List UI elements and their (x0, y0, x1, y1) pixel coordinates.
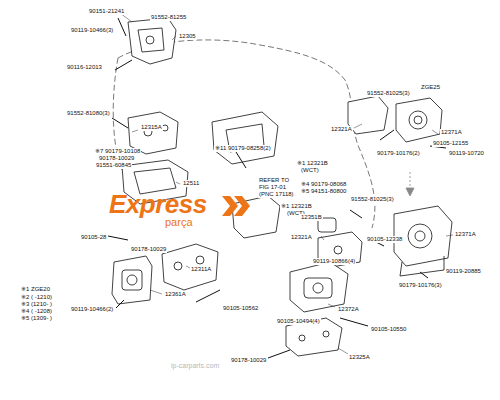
bracket (232, 196, 280, 238)
callout-number: 12351B (300, 214, 323, 221)
callout-number: 12371A (440, 129, 463, 136)
callout-number: 90105-10550 (370, 326, 407, 333)
callout-number: (WCT) (300, 167, 320, 174)
watermark-logo: Express (108, 190, 208, 218)
footnote: ※1 ZGE20 (20, 286, 51, 293)
engine-mount (290, 262, 348, 312)
engine-mount (396, 98, 442, 142)
reference-note: FIG 17-01 (258, 184, 287, 191)
reference-note: (PNC 17118) (258, 191, 295, 198)
callout-number: 91552-81025(3) (350, 196, 395, 203)
callout-number: 90178-10029 (230, 357, 267, 364)
bracket (348, 96, 388, 134)
callout-number: 91552-81080(3) (66, 110, 111, 117)
callout-number: ※5 94151-80800 (300, 188, 347, 195)
callout-number: 12315A (140, 124, 163, 131)
callout-number: ※1 12321B (280, 203, 313, 210)
callout-number: 12361A (164, 291, 187, 298)
footnote: ※2 ( -1210) (20, 294, 53, 301)
callout-number: 90119-20885 (445, 268, 482, 275)
callout-number: 90105-28 (80, 234, 107, 241)
leader-line (120, 13, 453, 354)
watermark: ip-carparts.com (170, 362, 220, 369)
callout-number: 90178-10029 (130, 246, 167, 253)
bolt (108, 18, 446, 358)
watermark-logo: parça (164, 216, 194, 228)
callout-number: 90116-12013 (66, 64, 103, 71)
callout-number: ※1 12321B (296, 160, 329, 167)
callout-number: 91552-81025(3) (366, 90, 411, 97)
bracket (162, 244, 218, 290)
bracket (128, 18, 176, 64)
footnote: ※3 (1210- ) (20, 301, 53, 308)
callout-number: 90119-10720 (448, 150, 485, 157)
callout-number: 90178-10029 (98, 155, 135, 162)
footnote: ※4 ( -1208) (20, 308, 53, 315)
logo-chevrons (222, 196, 250, 216)
callout-number: 91551-60845 (95, 162, 132, 169)
callout-number: 12305 (178, 33, 197, 40)
callout-number: 90119-10866(4) (312, 258, 356, 265)
footnote: ※5 (1309- ) (20, 315, 53, 322)
callout-number: ※4 90179-08068 (300, 181, 347, 188)
callout-number: 90105-12338 (366, 236, 403, 243)
callout-number: 12321A (290, 234, 313, 241)
callout-number: 90105-10562 (222, 305, 259, 312)
callout-number: 12321A (330, 126, 353, 133)
callout-number: 12372A (337, 306, 360, 313)
callout-number: 90119-10466(3) (70, 27, 114, 34)
callout-number: 12311A (190, 266, 212, 273)
callout-number: ZGE25 (420, 84, 441, 91)
callout-number: 90151-21241 (88, 8, 125, 15)
callout-number: 91552-81255 (150, 14, 187, 21)
callout-number: 90179-10176(2) (376, 150, 421, 157)
bracket (212, 112, 278, 164)
callout-number: 90105-12155 (432, 140, 469, 147)
callout-number: 90179-10176(3) (398, 282, 443, 289)
callout-number: 12371A (454, 231, 477, 238)
callout-number: 12511 (182, 180, 200, 187)
callout-number: ※11 90179-08258(2) (214, 145, 272, 152)
callout-number: 90105-10494(4) (276, 318, 321, 325)
callout-number: ※7 90179-10108 (94, 148, 141, 155)
engine-mount (112, 256, 152, 304)
reference-note: REFER TO (258, 177, 290, 184)
callout-number: 12325A (348, 354, 371, 361)
callout-number: 90119-10466(2) (70, 306, 114, 313)
